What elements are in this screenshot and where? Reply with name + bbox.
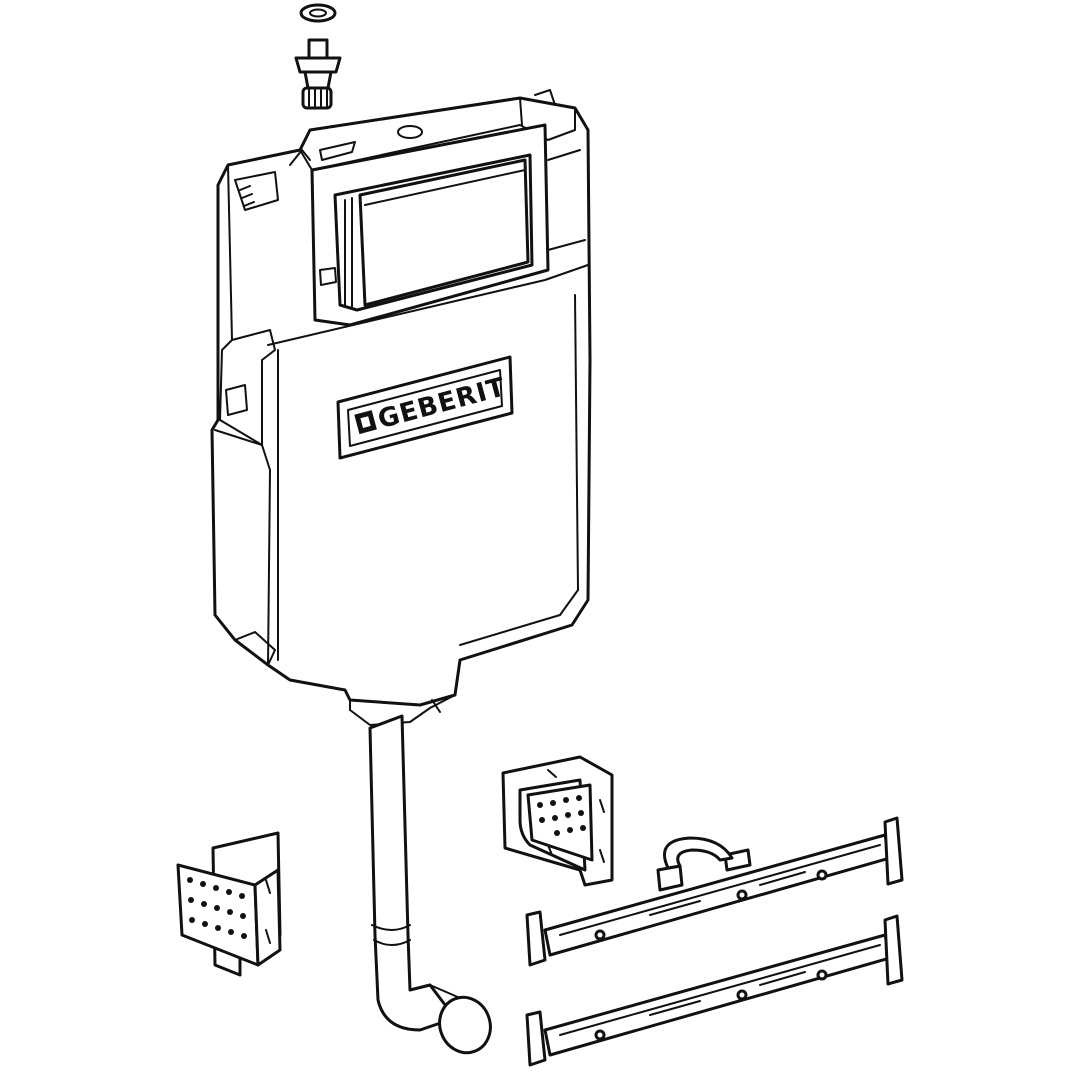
wall-bracket-left <box>176 831 282 977</box>
sealing-washer <box>299 3 337 23</box>
wall-bracket-right <box>501 755 614 887</box>
concealed-cistern: GEBERIT <box>210 89 592 726</box>
mounting-rail-lower <box>525 914 904 1067</box>
water-supply-valve <box>294 38 342 110</box>
mounting-rail-upper <box>525 816 904 967</box>
pipe-clip <box>656 836 752 892</box>
flush-pipe-with-elbow <box>368 714 492 1055</box>
